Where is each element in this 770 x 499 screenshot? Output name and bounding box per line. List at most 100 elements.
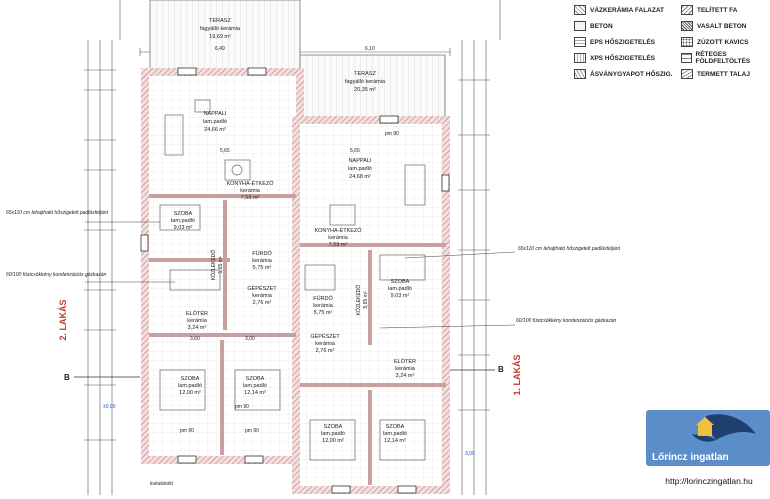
legend-item: BETON [574,19,613,33]
room-name: SZOBA [324,424,343,430]
legend-swatch [681,37,693,47]
skylight-note-left: 65x110 cm lehajtható hőszigetelt padlásf… [6,210,108,216]
material-legend: VÁZKERÁMIA FALAZAT TELÍTETT FA BETON VAS… [566,0,770,84]
room-floor: lam.padló [171,218,195,224]
legend-label: VÁZKERÁMIA FALAZAT [590,6,665,14]
fish-logo-icon [692,414,756,442]
room-floor: kerámia [395,366,416,372]
room-area: 12,14 m² [384,438,406,444]
room-name: ELŐTÉR [394,358,416,365]
room-area: 7,59 m² [241,195,260,201]
room-area: 12,00 m² [322,438,344,444]
room-name: GÉPÉSZET [310,333,340,340]
room-area: 24,66 m² [204,127,226,133]
legend-swatch [574,5,586,15]
room-name: ELŐTÉR [186,310,208,317]
level-mark: ±0.00 [103,404,116,410]
dim-inner: 3,00 [245,336,255,342]
room-floor: kerámia [252,293,273,299]
legend-item: TERMETT TALAJ [681,67,750,81]
room-area: 3,24 m² [188,325,207,331]
pm-label: pm 90 [245,428,259,434]
room-name: SZOBA [386,424,405,430]
room-labels-left: TERASZ fagyálló kerámia 19,69 m² NAPPALI… [171,18,277,396]
section-marker-right: B [498,365,504,374]
room-name: KÖZLEKEDŐ [210,250,217,281]
legend-item: EPS HŐSZIGETELÉS [574,35,655,49]
legend-label: RÉTEGES FÖLDFELTÖLTÉS [695,51,751,65]
section-marker-left: B [64,373,70,382]
legend-swatch [574,53,586,63]
room-name: KÖZLEKEDŐ [355,285,362,316]
unit-label-left: 2. LAKÁS [58,299,68,340]
room-name: TERASZ [354,71,376,77]
interior-walls [149,194,446,485]
room-name: NAPPALI [349,158,372,164]
legend-swatch [681,21,693,31]
window-markers [140,67,450,494]
dim-bottom: 3,00 [465,451,475,457]
dim-top-right: 6,10 [365,46,375,52]
room-floor: kerámia [240,188,261,194]
furniture [159,99,426,461]
dim-inner: 5,65 [350,148,360,154]
left-dimension-chain [84,40,116,495]
room-name: SZOBA [246,376,265,382]
dim-inner: 5,65 [220,148,230,154]
legend-swatch [681,53,692,63]
room-floor: kerámia [315,341,336,347]
room-name: SZOBA [181,376,200,382]
dimension-texts: 6,49 6,10 5,65 5,65 3,60 3,00 ±0.00 3,00… [103,46,475,457]
legend-label: ZÚZOTT KAVICS [697,38,749,46]
pm-label: pm 90 [235,404,249,410]
room-floor: lam.padló [383,431,407,437]
room-name: TERASZ [209,18,231,24]
room-area: 5,85 m² [363,291,369,308]
brand-name: Lőrincz ingatlan [652,452,729,463]
room-name: KONYHA-ÉTKEZŐ [226,180,274,187]
boiler-note-right: 60/100 füstcsökkény kondenzációs gázkazá… [516,318,617,324]
room-floor: fagyálló kerámia [345,79,386,85]
skylight-note-right: 65x110 cm lehajtható hőszigetelt padlásf… [518,246,620,252]
legend-label: EPS HŐSZIGETELÉS [590,38,656,46]
room-floor: fagyálló kerámia [200,26,241,32]
legend-label: TERMETT TALAJ [697,70,750,78]
brand-logo [646,410,770,466]
pm-label: pm 90 [385,131,399,137]
room-area: 3,24 m² [396,373,415,379]
dim-inner: 3,60 [190,336,200,342]
room-area: 2,76 m² [316,348,335,354]
room-labels-left-vertical: KÖZLEKEDŐ 5,85 m² [210,250,224,281]
room-area: 12,14 m² [244,390,266,396]
room-labels-right: TERASZ fagyálló kerámia 20,35 m² NAPPALI… [310,71,416,444]
room-floor: kerámia [252,258,273,264]
terrace-right [299,54,446,118]
room-area: 5,85 m² [218,256,224,273]
room-floor: lam.padló [348,166,372,172]
room-area: 9,03 m² [391,293,410,299]
legend-swatch [681,69,693,79]
bike-storage-note: kukatároló [150,481,173,487]
room-name: GÉPÉSZET [247,285,277,292]
room-name: SZOBA [174,211,193,217]
room-area: 5,75 m² [314,310,333,316]
unit-label-right: 1. LAKÁS [512,354,522,395]
legend-label: TELÍTETT FA [697,6,738,14]
brand-url[interactable]: http://lorinczingatlan.hu [648,474,770,488]
terrace-left [149,0,301,71]
room-floor: kerámia [328,235,349,241]
room-floor: lam.padló [178,383,202,389]
room-area: 9,03 m² [174,225,193,231]
legend-item: RÉTEGES FÖLDFELTÖLTÉS [681,51,770,65]
room-floor: lam.padló [243,383,267,389]
legend-item: ZÚZOTT KAVICS [681,35,749,49]
room-area: 7,59 m² [329,242,348,248]
room-name: FÜRDŐ [313,295,333,302]
room-name: FÜRDŐ [252,250,272,257]
room-area: 2,76 m² [253,300,272,306]
room-floor: lam.padló [388,286,412,292]
legend-item: ÁSVÁNYGYAPOT HŐSZIG. [574,67,672,81]
room-floor: lam.padló [321,431,345,437]
room-area: 5,75 m² [253,265,272,271]
